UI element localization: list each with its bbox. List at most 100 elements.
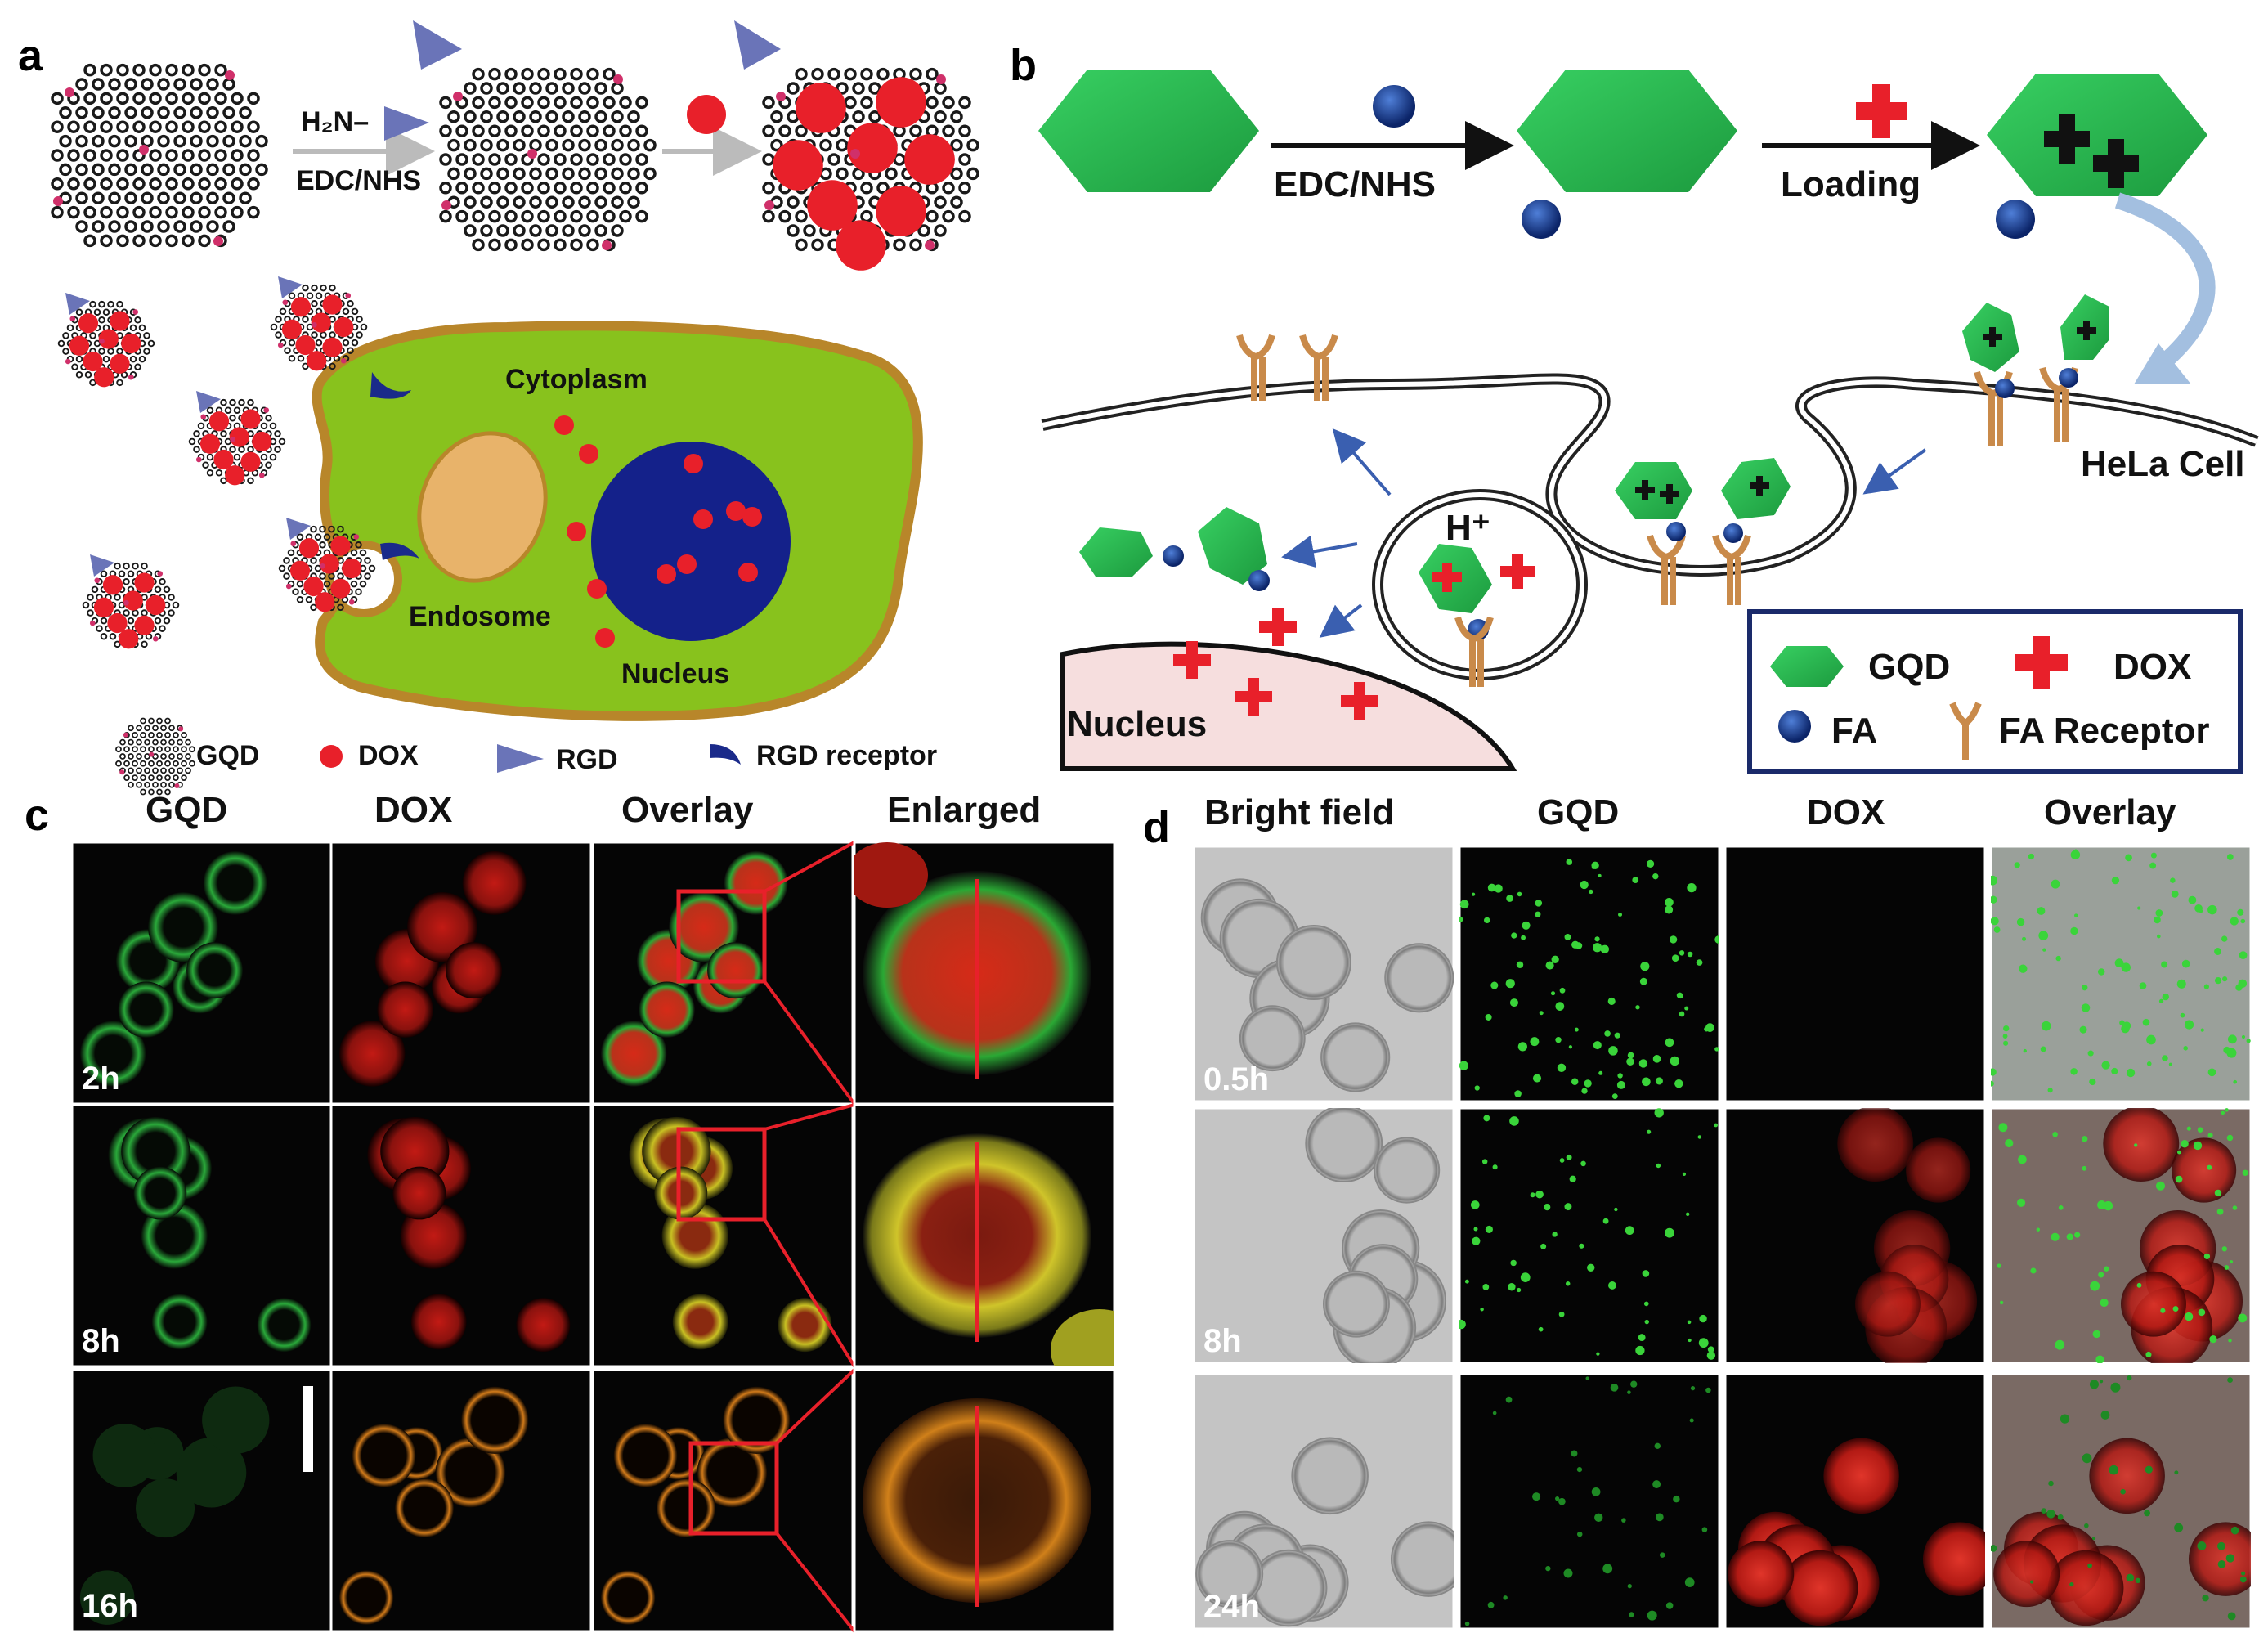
released-fa-1 — [1163, 545, 1184, 567]
nucleus-a — [591, 442, 791, 641]
legend-gqd-icon — [115, 717, 195, 796]
legend-b-gqd: GQD — [1868, 647, 1950, 687]
gqd-hexagon-1 — [1038, 70, 1259, 192]
panel-b-letter: b — [1010, 41, 1037, 90]
gqd-sheet-bare — [51, 63, 268, 248]
c-tile-r2-c1 — [329, 1368, 593, 1633]
d-col-brightfield: Bright field — [1204, 792, 1394, 832]
d-tile-r1-c0: 8h — [1192, 1106, 1455, 1365]
legend-rgd-label: RGD — [556, 744, 618, 775]
floating-gqds — [57, 276, 376, 649]
released-gqd-2 — [1198, 507, 1267, 585]
gqd-sheet-rgd — [439, 67, 657, 252]
nucleus-dox-crosses — [1173, 608, 1378, 720]
d-time-0: 0.5h — [1203, 1061, 1269, 1097]
curved-arrow-head — [2134, 343, 2191, 384]
c-col-gqd: GQD — [146, 790, 227, 830]
gqd-bound-receptors — [1615, 294, 2109, 543]
d-col-overlay: Overlay — [2044, 792, 2176, 832]
legend-fa-dot — [1778, 710, 1811, 743]
panel-b: b EDC/NHS Loading H⁺ — [1010, 41, 2259, 774]
legend-b: GQD DOX FA FA Receptor — [1747, 609, 2243, 774]
dox-in-endosome — [1500, 554, 1535, 589]
cytoplasm-label: Cytoplasm — [505, 364, 648, 395]
curved-arrow — [2114, 192, 2216, 366]
gqd-hexagon-2 — [1517, 70, 1737, 192]
legend-receptor-icon — [1949, 702, 1982, 760]
legend-rgd-receptor-label: RGD receptor — [756, 740, 937, 771]
dox-dots-cell — [554, 415, 762, 648]
released-gqd-1 — [1079, 527, 1153, 577]
c-tile-r0-c3 — [853, 841, 1116, 1106]
legend-a: GQD DOX RGD RGD receptor — [115, 717, 937, 796]
d-tile-r0-c1 — [1458, 845, 1721, 1103]
d-col-dox: DOX — [1807, 792, 1885, 832]
c-tile-r0-c0: 2h — [70, 841, 334, 1106]
nucleus-b — [1060, 641, 1517, 771]
c-tile-r2-c2 — [591, 1368, 856, 1633]
c-time-0: 2h — [82, 1061, 120, 1097]
released-fa-2 — [1248, 570, 1270, 591]
legend-gqd-hex — [1770, 646, 1844, 687]
dox-drop-reagent — [687, 95, 726, 134]
c-tile-r1-c2 — [591, 1103, 856, 1368]
pathway-arrows — [1281, 428, 1927, 638]
bound-dox-marks — [1635, 321, 2096, 504]
legend-dox-icon — [320, 745, 343, 768]
fa-on-gqd-2 — [1522, 200, 1561, 239]
c-time-1: 8h — [82, 1323, 120, 1359]
panel-a: a H₂N– EDC/NHS Cytoplasm — [18, 20, 979, 796]
rgd-triangle-sheet2 — [413, 20, 462, 70]
c-tile-r2-c0: 16h — [70, 1368, 334, 1633]
nucleus-label-a: Nucleus — [621, 658, 729, 689]
c-tile-r1-c1 — [329, 1103, 593, 1368]
c-tile-r0-c1 — [329, 841, 593, 1106]
panel-c-grid: 2h 8h 16h — [70, 841, 1116, 1633]
rgd-triangle-sheet3 — [734, 20, 781, 70]
c-tile-r2-c3 — [853, 1368, 1116, 1633]
d-tile-r1-c1 — [1458, 1106, 1721, 1365]
endosome-label: Endosome — [409, 601, 551, 632]
c-tile-r1-c0: 8h — [70, 1103, 334, 1368]
c-col-overlay: Overlay — [621, 790, 754, 830]
dox-loaded-crosses — [2044, 114, 2139, 188]
panel-d-grid: 0.5h 8h 24h — [1192, 845, 2252, 1631]
c-col-enlarged: Enlarged — [887, 790, 1041, 830]
d-tile-r2-c1 — [1458, 1372, 1721, 1631]
d-tile-r2-c3 — [1989, 1372, 2252, 1631]
legend-rgd-icon — [497, 744, 544, 773]
gqd-hexagon-3 — [1987, 74, 2207, 196]
d-tile-r0-c3 — [1989, 845, 2252, 1103]
proton-label: H⁺ — [1446, 508, 1490, 548]
legend-gqd-label: GQD — [196, 740, 259, 771]
fa-reagent — [1373, 85, 1415, 128]
panel-a-letter: a — [18, 31, 43, 80]
d-tile-r0-c2 — [1723, 845, 1987, 1103]
reagent-label: H₂N– — [301, 106, 369, 137]
legend-b-dox: DOX — [2113, 647, 2191, 687]
d-tile-r1-c3 — [1989, 1106, 2252, 1365]
d-time-2: 24h — [1203, 1589, 1260, 1625]
nucleus-label-b: Nucleus — [1067, 704, 1207, 744]
c-tile-r0-c2 — [591, 841, 856, 1106]
panel-c-letter: c — [25, 791, 49, 840]
coupling-label-a: EDC/NHS — [296, 165, 421, 196]
panel-c: c GQD DOX Overlay Enlarged 2h 8h 16h — [25, 790, 1116, 1633]
endosome — [417, 431, 548, 583]
legend-dox-cross — [2015, 636, 2068, 689]
d-time-1: 8h — [1203, 1323, 1242, 1359]
c-tile-r1-c3 — [853, 1103, 1116, 1368]
d-tile-r1-c2 — [1723, 1106, 1987, 1365]
gqd-sheet-loaded — [762, 67, 979, 271]
rgd-triangle-reagent — [384, 106, 429, 141]
c-col-dox: DOX — [374, 790, 452, 830]
rgd-receptors — [370, 372, 419, 560]
hela-cell-label: HeLa Cell — [2081, 444, 2245, 484]
legend-b-fa: FA — [1831, 711, 1877, 751]
c-time-2: 16h — [82, 1588, 138, 1624]
dox-reagent-cross — [1856, 84, 1907, 138]
legend-rgd-receptor-icon — [710, 744, 741, 765]
d-tile-r2-c2 — [1723, 1372, 1987, 1631]
